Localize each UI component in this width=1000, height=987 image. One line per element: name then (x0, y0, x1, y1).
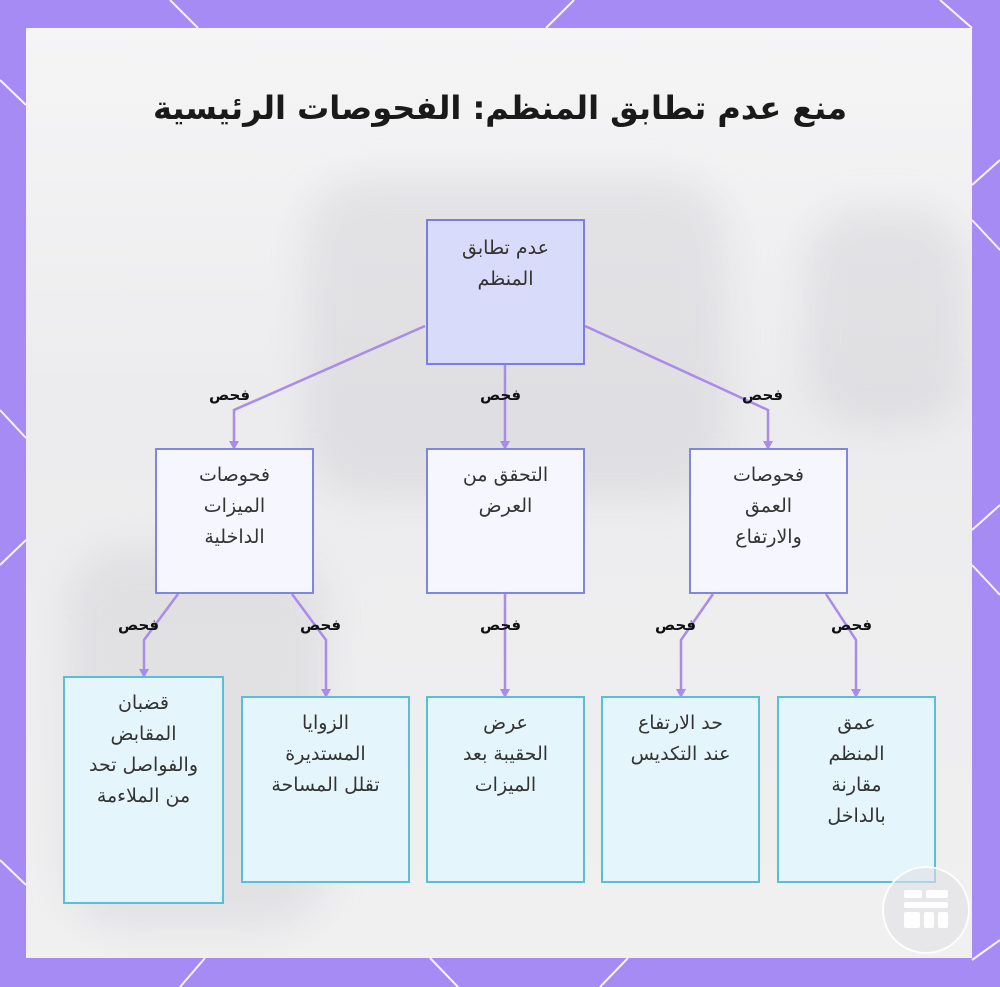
root-node-label: عدم تطابق المنظم (448, 233, 563, 295)
mid-node-internal: فحوصات الميزات الداخلية (155, 448, 314, 594)
leaf-node-rods-label: قضبان المقابض والفواصل تحد من الملاءمة (87, 688, 200, 812)
leaf-node-corners: الزوايا المستديرة تقلل المساحة (241, 696, 410, 883)
edge-label: فحص (300, 616, 341, 634)
edge-label: فحص (480, 386, 521, 404)
leaf-node-height: حد الارتفاع عند التكديس (601, 696, 760, 883)
leaf-node-width: عرض الحقيبة بعد الميزات (426, 696, 585, 883)
edge-depth-leafdepth (826, 594, 856, 696)
edge-root-depth (585, 326, 768, 448)
edge-root-internal (234, 326, 425, 448)
edge-label: فحص (831, 616, 872, 634)
leaf-node-depth-label: عمق المنظم مقارنة بالداخل (809, 708, 904, 832)
mid-node-internal-label: فحوصات الميزات الداخلية (179, 460, 290, 553)
mid-node-width: التحقق من العرض (426, 448, 585, 594)
edge-label: فحص (209, 386, 250, 404)
root-node: عدم تطابق المنظم (426, 219, 585, 365)
mid-node-depth: فحوصات العمق والارتفاع (689, 448, 848, 594)
leaf-node-width-label: عرض الحقيبة بعد الميزات (458, 708, 553, 801)
leaf-node-depth: عمق المنظم مقارنة بالداخل (777, 696, 936, 883)
edge-label: فحص (480, 616, 521, 634)
mid-node-depth-label: فحوصات العمق والارتفاع (713, 460, 824, 553)
leaf-node-rods: قضبان المقابض والفواصل تحد من الملاءمة (63, 676, 224, 904)
leaf-node-height-label: حد الارتفاع عند التكديس (623, 708, 738, 770)
edge-internal-rods (144, 594, 178, 676)
leaf-node-corners-label: الزوايا المستديرة تقلل المساحة (267, 708, 384, 801)
brand-logo-icon (882, 866, 970, 954)
edge-depth-leafheight (681, 594, 713, 696)
edge-label: فحص (655, 616, 696, 634)
mid-node-width-label: التحقق من العرض (450, 460, 561, 522)
edge-label: فحص (118, 616, 159, 634)
edge-internal-corners (292, 594, 326, 696)
edge-label: فحص (742, 386, 783, 404)
